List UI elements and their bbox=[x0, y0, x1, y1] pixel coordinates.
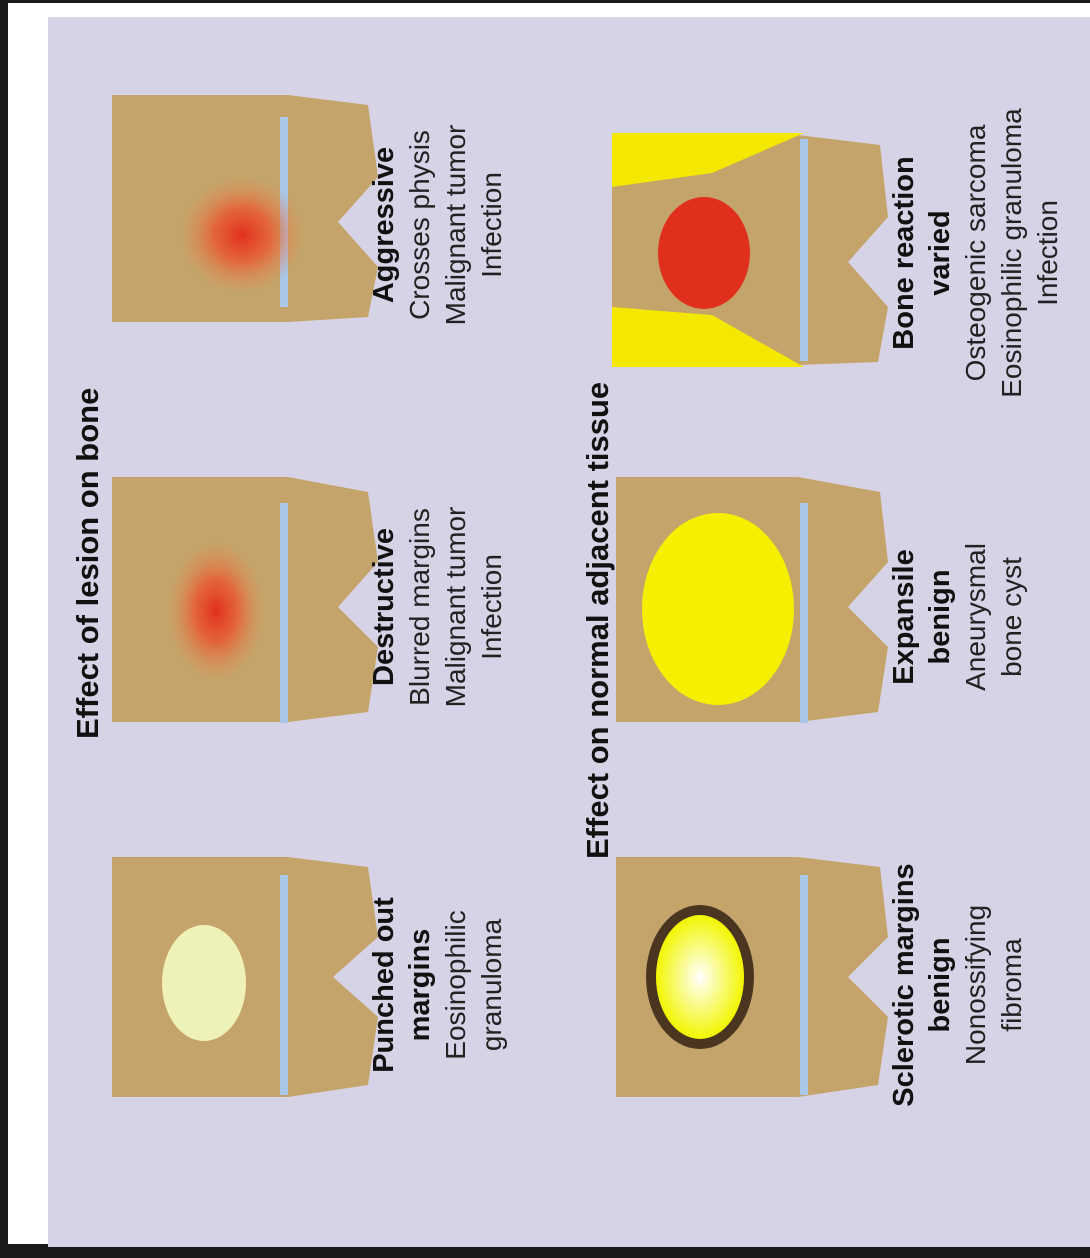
section-title-tissue: Effect on normal adjacent tissue bbox=[580, 382, 615, 859]
panel-heading: benign bbox=[924, 937, 956, 1032]
lesion-punched-out bbox=[162, 925, 246, 1041]
panel-heading: Bone reaction bbox=[888, 156, 920, 349]
physis-line bbox=[280, 503, 288, 723]
lesion-destructive bbox=[168, 541, 264, 681]
panel-detail: fibroma bbox=[996, 938, 1027, 1032]
panel-heading: Punched out bbox=[368, 897, 400, 1073]
bone-punched-out bbox=[112, 857, 378, 1097]
panel-heading: Aggressive bbox=[368, 147, 400, 303]
bone-expansile bbox=[616, 477, 888, 723]
panel-detail: Infection bbox=[476, 554, 507, 660]
panel-heading: varied bbox=[924, 210, 956, 295]
panel-heading: benign bbox=[924, 569, 956, 664]
physis-line bbox=[280, 875, 288, 1095]
physis-line bbox=[800, 875, 808, 1095]
figure-panel: Effect of lesion on bone Effect on norma… bbox=[48, 17, 1090, 1247]
bone-destructive bbox=[112, 477, 378, 723]
panel-detail: Malignant tumor bbox=[440, 507, 471, 708]
panel-detail: Aneurysmal bbox=[960, 543, 991, 691]
panel-detail: Eosinophilic bbox=[440, 910, 471, 1059]
lesion-diagram: Effect of lesion on bone Effect on norma… bbox=[48, 17, 1090, 1247]
panel-heading: Destructive bbox=[368, 528, 400, 686]
panel-detail: Malignant tumor bbox=[440, 125, 471, 326]
panel-detail: Osteogenic sarcoma bbox=[960, 124, 991, 381]
panel-heading: Expansile bbox=[888, 549, 920, 684]
lesion-sclerotic bbox=[656, 915, 744, 1039]
lesion-aggressive bbox=[180, 177, 304, 293]
bone-sclerotic bbox=[616, 857, 888, 1097]
physis-line bbox=[800, 139, 808, 361]
lesion-red bbox=[658, 197, 750, 309]
panel-heading: margins bbox=[404, 929, 436, 1042]
panel-detail: bone cyst bbox=[996, 557, 1027, 677]
panel-detail: granuloma bbox=[476, 918, 507, 1051]
panel-detail: Eosinophilic granuloma bbox=[996, 108, 1027, 398]
physis-line bbox=[800, 503, 808, 723]
panel-heading: Sclerotic margins bbox=[888, 863, 920, 1106]
panel-detail: Crosses physis bbox=[404, 130, 435, 320]
panel-detail: Nonossifying bbox=[960, 905, 991, 1065]
section-title-bone: Effect of lesion on bone bbox=[70, 388, 105, 739]
bone-aggressive bbox=[112, 95, 378, 322]
panel-detail: Infection bbox=[1032, 200, 1063, 306]
panel-detail: Blurred margins bbox=[404, 508, 435, 706]
bone-reaction-varied bbox=[612, 133, 888, 367]
panel-detail: Infection bbox=[476, 172, 507, 278]
lesion-expansile bbox=[642, 513, 794, 705]
